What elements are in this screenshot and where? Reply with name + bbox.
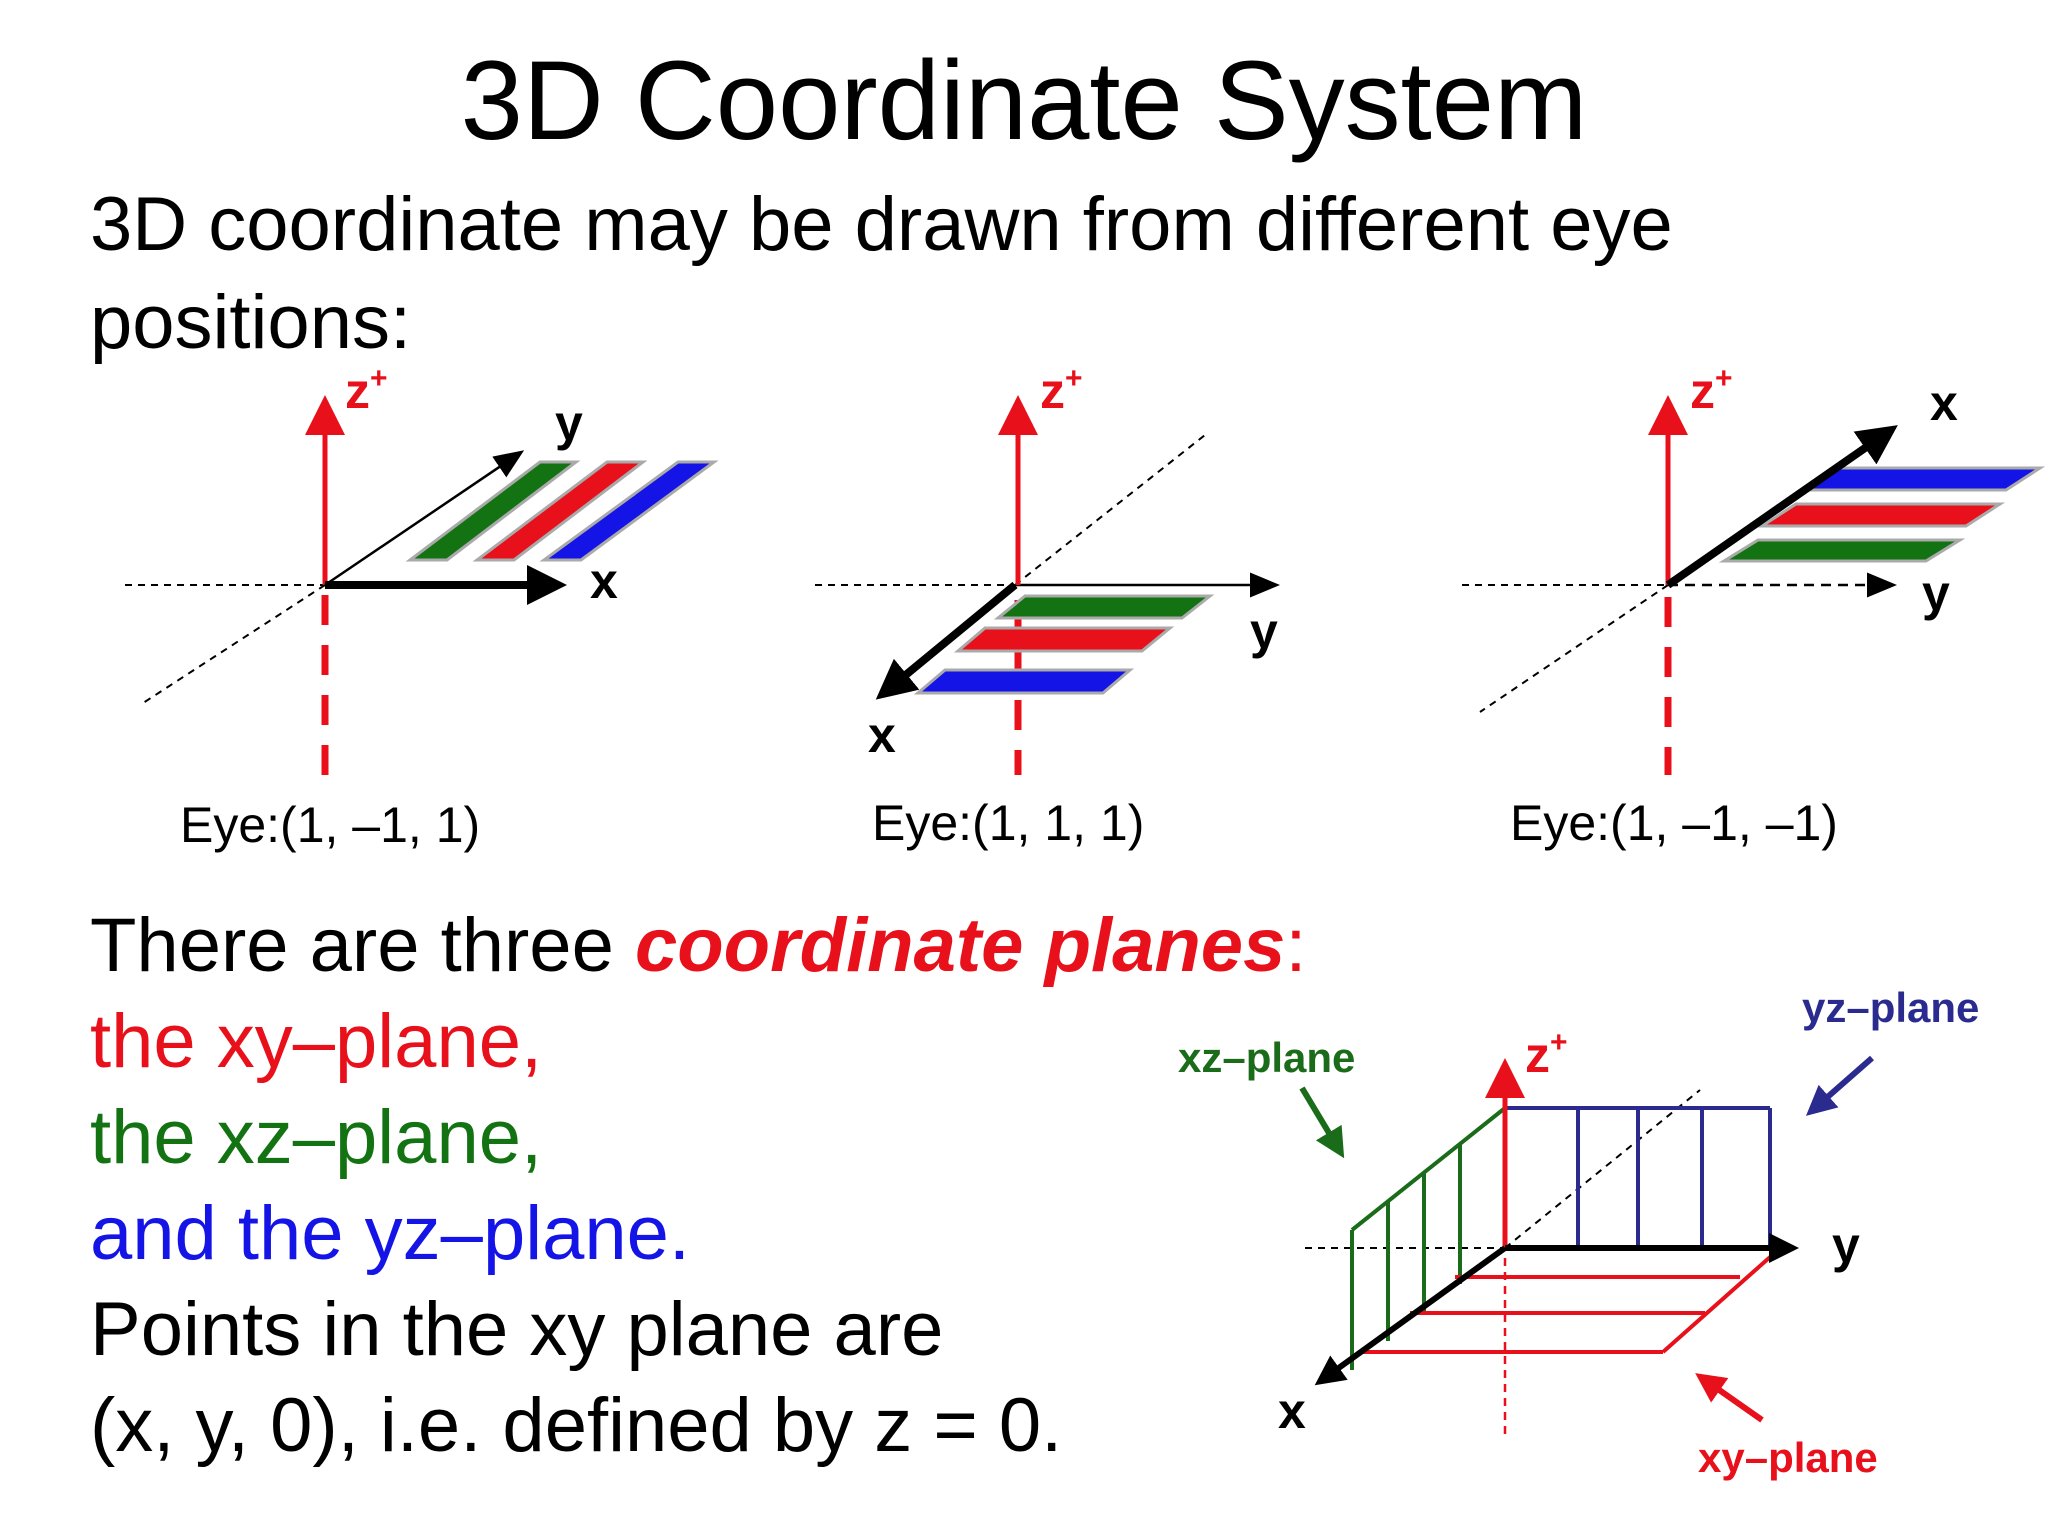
view-1-x-label: x xyxy=(590,553,618,609)
view-2-z-label: z+ xyxy=(1040,362,1083,419)
view-2-green-strip xyxy=(993,594,1215,620)
planes-x-axis xyxy=(1314,1245,1507,1386)
yz-plane-label: yz–plane xyxy=(1802,984,1979,1031)
xz-plane-pointer xyxy=(1299,1086,1345,1159)
view-2-red-strip xyxy=(953,626,1175,653)
planes-colon: : xyxy=(1285,903,1307,988)
view-2-neg-x-dashed xyxy=(1014,434,1206,586)
view-3-neg-y-dashed xyxy=(1479,584,1669,713)
view-1-red-strip xyxy=(472,460,648,562)
view-2-blue-strip xyxy=(913,668,1135,695)
view-3-red-strip xyxy=(1756,502,2006,528)
view-2-x-label: x xyxy=(868,707,896,763)
slide-title: 3D Coordinate System xyxy=(460,38,1588,163)
view-3-z-label: z+ xyxy=(1690,362,1733,419)
points-line-2: (x, y, 0), i.e. defined by z = 0. xyxy=(90,1383,1063,1468)
view-3-diagram: z+ x y Eye:(1, –1, –1) xyxy=(1462,362,2046,851)
xy-plane xyxy=(1363,1248,1780,1354)
planes-lead-line: There are three coordinate planes: xyxy=(90,898,1490,994)
xy-plane-pointer xyxy=(1695,1373,1764,1423)
view-1-neg-y-dashed xyxy=(139,584,326,706)
xz-plane-line: the xz–plane, xyxy=(90,1095,543,1180)
xy-plane-label: xy–plane xyxy=(1698,1434,1878,1481)
points-line-1: Points in the xy plane are xyxy=(90,1287,944,1372)
view-3-x-axis xyxy=(1665,425,1898,589)
view-1-y-axis xyxy=(324,450,525,587)
xz-plane xyxy=(1350,1106,1507,1370)
planes-description: There are three coordinate planes: the x… xyxy=(90,898,1490,1474)
yz-plane-pointer xyxy=(1805,1055,1874,1116)
view-3-x-label: x xyxy=(1930,375,1958,431)
planes-x-label: x xyxy=(1278,1383,1306,1439)
planes-neg-x-dashed xyxy=(1504,1089,1701,1249)
coordinate-planes-emphasis: coordinate planes xyxy=(634,903,1286,988)
view-1-eye-label: Eye:(1, –1, 1) xyxy=(180,797,480,853)
view-1-y-label: y xyxy=(555,395,583,451)
view-1-blue-strip xyxy=(539,460,719,562)
planes-lead-text: There are three xyxy=(90,903,635,988)
view-2-y-label: y xyxy=(1250,603,1278,659)
planes-z-label: z+ xyxy=(1525,1026,1568,1083)
planes-y-label: y xyxy=(1832,1217,1860,1273)
view-3-green-strip xyxy=(1718,538,1966,563)
view-1-diagram: z+ y x Eye:(1, –1, 1) xyxy=(125,362,719,853)
view-3-y-label: y xyxy=(1922,565,1950,621)
view-1-green-strip xyxy=(405,460,581,562)
view-1-z-label: z+ xyxy=(345,362,388,419)
xy-plane-line: the xy–plane, xyxy=(90,999,543,1084)
view-2-x-axis xyxy=(875,581,1018,700)
planes-diagram: z+ y x xz–plane yz–plane xy–plane xyxy=(1178,984,1979,1481)
view-2-eye-label: Eye:(1, 1, 1) xyxy=(872,795,1144,851)
view-3-eye-label: Eye:(1, –1, –1) xyxy=(1510,795,1838,851)
intro-text: 3D coordinate may be drawn from differen… xyxy=(90,182,1673,365)
yz-plane xyxy=(1505,1106,1772,1248)
xz-plane-label: xz–plane xyxy=(1178,1034,1355,1081)
yz-plane-line: and the yz–plane. xyxy=(90,1191,691,1276)
view-2-diagram: z+ y x Eye:(1, 1, 1) xyxy=(815,362,1280,851)
